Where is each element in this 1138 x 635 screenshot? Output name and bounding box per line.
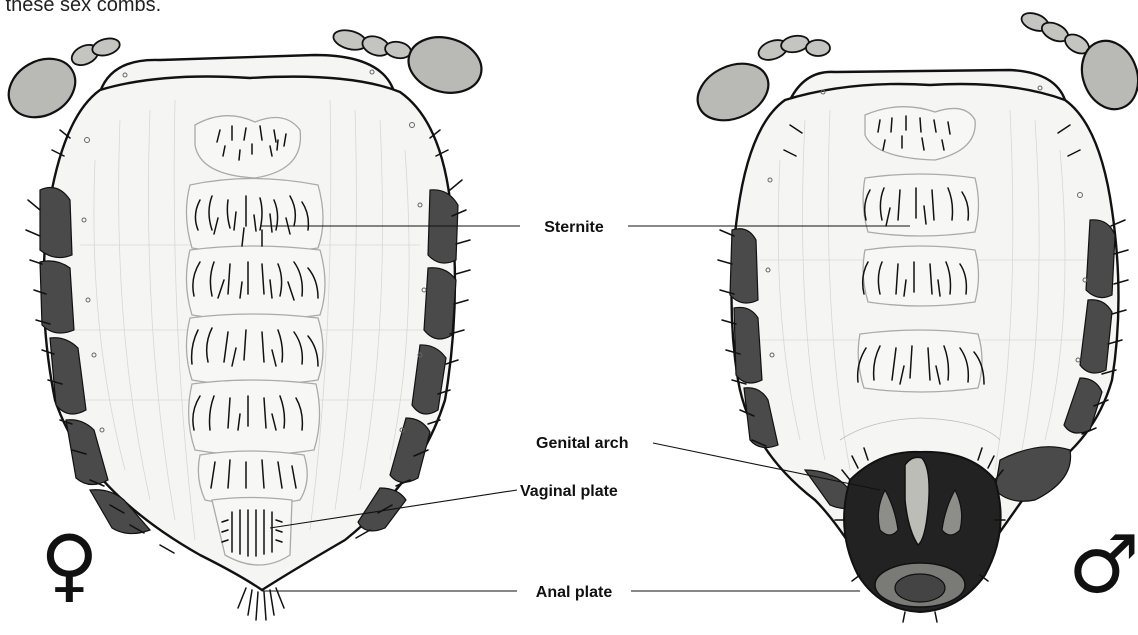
caption-text: k these sex combs.	[0, 0, 161, 17]
anal-plate-label: Anal plate	[536, 584, 613, 601]
male-symbol: ♂	[1068, 518, 1138, 611]
male-genitalia	[835, 448, 1005, 622]
female-symbol: ♀	[40, 518, 99, 611]
vaginal-plate-label: Vaginal plate	[520, 483, 618, 500]
genital-arch-label: Genital arch	[536, 435, 628, 452]
sternite-label: Sternite	[544, 219, 604, 236]
